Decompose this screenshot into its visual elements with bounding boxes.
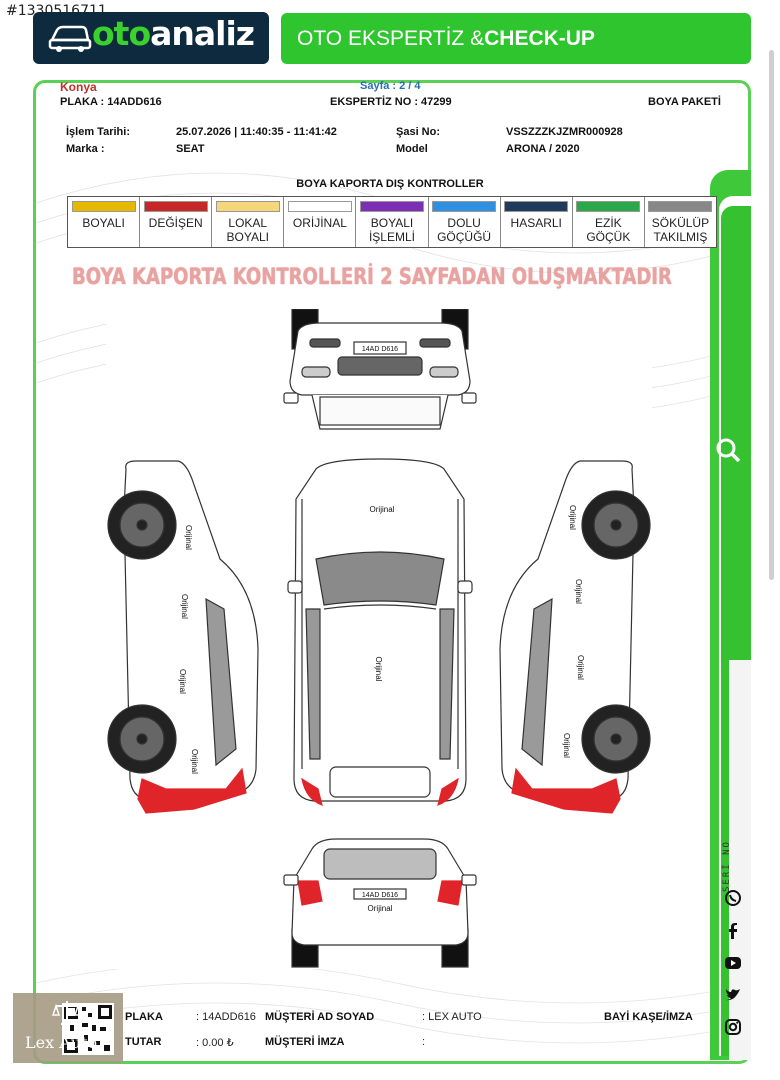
youtube-icon[interactable] (724, 954, 742, 972)
legend-label: ORİJİNAL (292, 216, 347, 230)
part-status-left-4: Orijinal (190, 749, 199, 774)
customer-signature-label: MÜŞTERİ İMZA (265, 1036, 345, 1048)
footer-amount-value: : 0.00 ₺ (196, 1037, 234, 1049)
front-plate: 14AD D616 (362, 346, 398, 353)
header-highlight: CHECK-UP (484, 26, 595, 50)
legend-swatch (215, 201, 280, 212)
whatsapp-icon[interactable] (724, 889, 742, 907)
footer-plate-label: PLAKA (125, 1011, 163, 1023)
serial-label: SERİ NO (722, 840, 732, 892)
legend-label: BOYALI (82, 216, 125, 230)
model-value: ARONA / 2020 (506, 143, 580, 155)
legend-item: HASARLI (501, 197, 573, 247)
instagram-icon[interactable] (724, 1018, 742, 1036)
legend-item: DEĞİŞEN (140, 197, 213, 247)
footer-amount-label: TUTAR (125, 1036, 162, 1048)
part-status-right-4: Orijinal (562, 733, 571, 758)
watermark-text: Lex Auto (25, 1033, 98, 1052)
expertise-no: EKSPERTİZ NO : 47299 (330, 96, 452, 108)
part-status-left-1: Orijinal (184, 525, 193, 550)
scales-icon (52, 1001, 82, 1025)
customer-name-label: MÜŞTERİ AD SOYAD (265, 1011, 375, 1023)
brand-value: SEAT (176, 143, 205, 155)
legend-swatch (71, 201, 136, 212)
car-top-view: Orijinal Orijinal (287, 458, 473, 806)
part-status-left-2: Orijinal (180, 594, 189, 619)
part-status-right-2: Orijinal (574, 579, 583, 604)
legend-label: HASARLI (510, 216, 562, 230)
package-name: BOYA PAKETİ (648, 96, 721, 108)
rear-plate: 14AD D616 (362, 892, 398, 899)
header-prefix: OTO EKSPERTİZ & (297, 26, 485, 50)
part-status-left-3: Orijinal (178, 669, 187, 694)
chassis-value: VSSZZZKJZMR000928 (506, 126, 623, 138)
magnifier-icon (716, 438, 741, 463)
car-right-side-view: Orijinal Orijinal Orijinal Orijinal (499, 460, 651, 814)
legend-swatch (504, 201, 569, 212)
car-diagram-svg: 14AD D616 (107, 308, 651, 968)
customer-name-value: : LEX AUTO (422, 1011, 482, 1023)
car-front-view: 14AD D616 (283, 308, 477, 430)
plate-line: PLAKA : 14ADD616 (60, 96, 162, 108)
part-status-right-1: Orijinal (568, 505, 577, 530)
part-status-hood: Orijinal (370, 505, 395, 514)
twitter-icon[interactable] (724, 986, 742, 1004)
header-banner: OTO EKSPERTİZ & CHECK-UP (281, 13, 751, 64)
footer-plate-value: : 14ADD616 (196, 1011, 256, 1023)
part-status-roof: Orijinal (374, 657, 383, 682)
legend-swatch (143, 201, 208, 212)
brand-label: Marka : (66, 143, 105, 155)
car-left-side-view: Orijinal Orijinal Orijinal Orijinal (107, 460, 259, 814)
city: Konya (60, 80, 97, 94)
date-value: 25.07.2026 | 11:40:35 - 11:41:42 (176, 126, 337, 138)
part-status-right-3: Orijinal (576, 655, 585, 680)
customer-signature-value: : (422, 1036, 426, 1048)
facebook-icon[interactable] (724, 922, 742, 940)
qr-code (62, 1003, 114, 1055)
legend-swatch (359, 201, 424, 212)
part-status-rear: Orijinal (368, 904, 393, 913)
car-diagram: 14AD D616 (106, 308, 652, 969)
chassis-label: Şasi No: (396, 126, 441, 138)
legend-item: BOYALI (68, 197, 141, 247)
legend-swatch (432, 201, 497, 212)
legend-label: DEĞİŞEN (148, 216, 203, 230)
car-logo-icon (48, 25, 92, 52)
dealer-stamp-label: BAYİ KAŞE/İMZA (604, 1011, 693, 1023)
logo-text: otoanaliz (92, 14, 255, 53)
logo (33, 12, 269, 64)
model-label: Model (396, 143, 428, 155)
car-rear-view: 14AD D616 Orijinal (283, 838, 477, 968)
page-number: Sayfa : 2 / 4 (360, 80, 421, 92)
legend-swatch (576, 201, 641, 212)
scrollbar[interactable] (769, 50, 774, 580)
legend-swatch (287, 201, 352, 212)
date-label: İşlem Tarihi: (66, 126, 130, 138)
legend-item: ORİJİNAL (284, 197, 357, 247)
legend-swatch (648, 201, 713, 212)
legend-title: BOYA KAPORTA DIŞ KONTROLLER (296, 178, 484, 190)
warning-text: BOYA KAPORTA KONTROLLERİ 2 SAYFADAN OLUŞ… (72, 265, 672, 290)
